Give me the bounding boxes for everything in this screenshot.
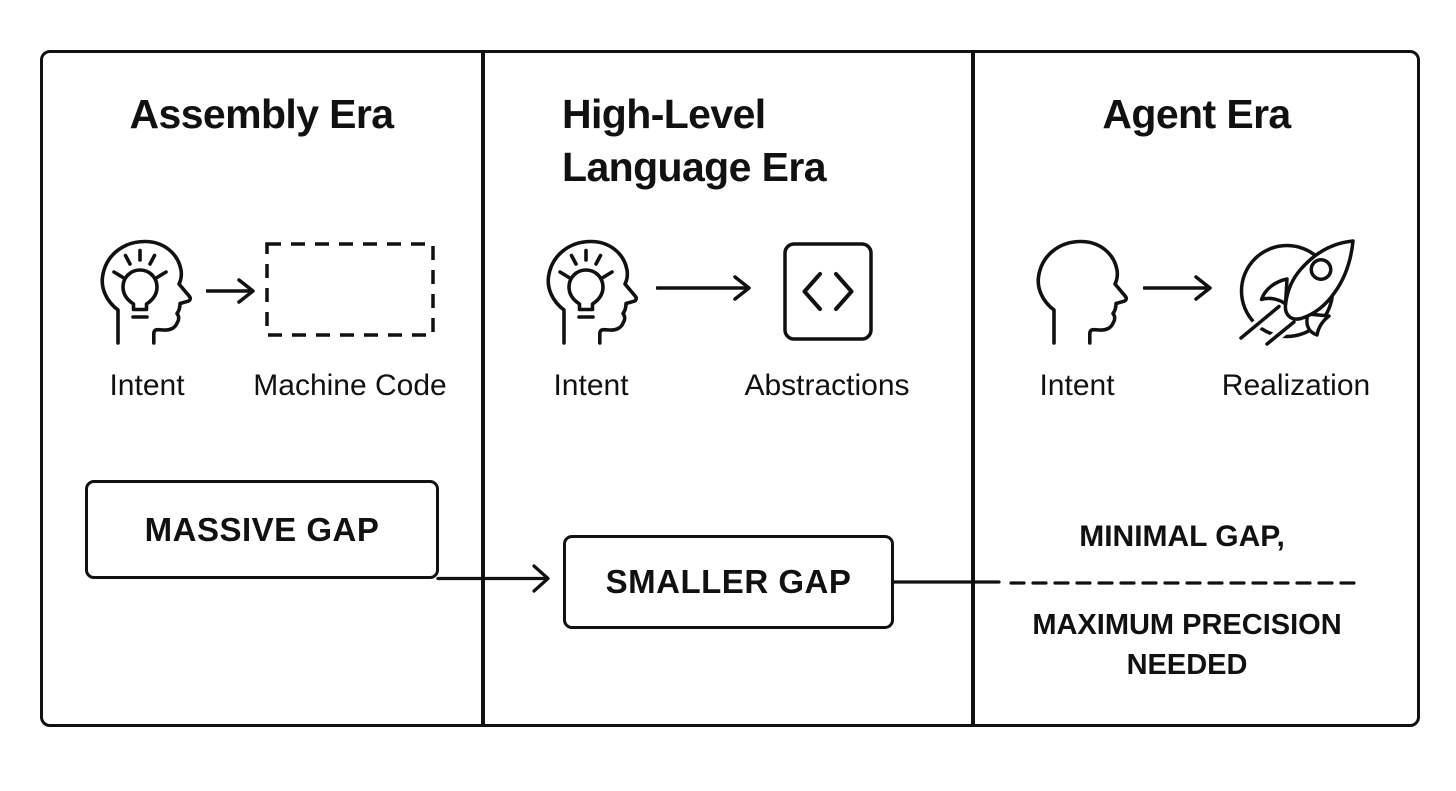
machine-code-label: Machine Code: [253, 369, 447, 402]
lightbulb: [121, 268, 159, 312]
title-line: High-Level: [562, 91, 766, 137]
smaller-gap-label: SMALLER GAP: [605, 563, 852, 600]
panel-title-assembly-era: Assembly Era: [40, 88, 483, 141]
right-angle-bracket: [834, 272, 854, 311]
head-profile-icon: [1036, 239, 1129, 345]
intent-label: Intent: [553, 369, 629, 402]
panel-divider-1: [481, 50, 485, 727]
precision-line: MAXIMUM PRECISION: [1032, 609, 1342, 641]
exhaust-lines: [1239, 304, 1296, 346]
head-outline: [1036, 239, 1129, 345]
left-angle-bracket: [802, 272, 822, 311]
precision-line: NEEDED: [1126, 649, 1248, 681]
realization-label: Realization: [1221, 369, 1371, 402]
panel-divider-2: [971, 50, 975, 727]
maximum-precision-label: MAXIMUM PRECISION NEEDED: [1007, 605, 1367, 685]
rocket-icon: [1236, 239, 1355, 346]
head-outline: [100, 239, 193, 345]
rocket-fin-left: [1259, 277, 1289, 306]
title-line: Language Era: [562, 144, 827, 190]
head-lightbulb-icon: [546, 239, 639, 345]
lightbulb-rays: [558, 248, 614, 280]
head-lightbulb-icon: [100, 239, 193, 345]
rocket-porthole: [1309, 258, 1333, 281]
intent-label: Intent: [1039, 369, 1115, 402]
intent-label: Intent: [109, 369, 185, 402]
smaller-gap-box: SMALLER GAP: [563, 535, 894, 629]
lightbulb-rays: [112, 248, 168, 280]
rocket-fin-bottom: [1305, 312, 1331, 337]
arrow-right-icon: [656, 275, 751, 301]
title-line: Agent Era: [1102, 91, 1291, 137]
code-brackets-icon: [783, 242, 873, 341]
panel-title-agent-era: Agent Era: [973, 88, 1420, 141]
massive-gap-box: MASSIVE GAP: [85, 480, 439, 579]
abstractions-label: Abstractions: [744, 369, 910, 402]
panel-title-high-level-language-era: High-Level Language Era: [562, 88, 827, 194]
arrow-right-icon: [1143, 275, 1212, 301]
head-outline: [546, 239, 639, 345]
dashed-empty-box-icon: [265, 242, 435, 337]
massive-gap-label: MASSIVE GAP: [144, 510, 380, 548]
minimal-gap-label: MINIMAL GAP,: [1079, 520, 1285, 553]
title-line: Assembly Era: [129, 91, 394, 137]
arrow-right-icon: [206, 278, 255, 304]
lightbulb: [567, 268, 605, 312]
